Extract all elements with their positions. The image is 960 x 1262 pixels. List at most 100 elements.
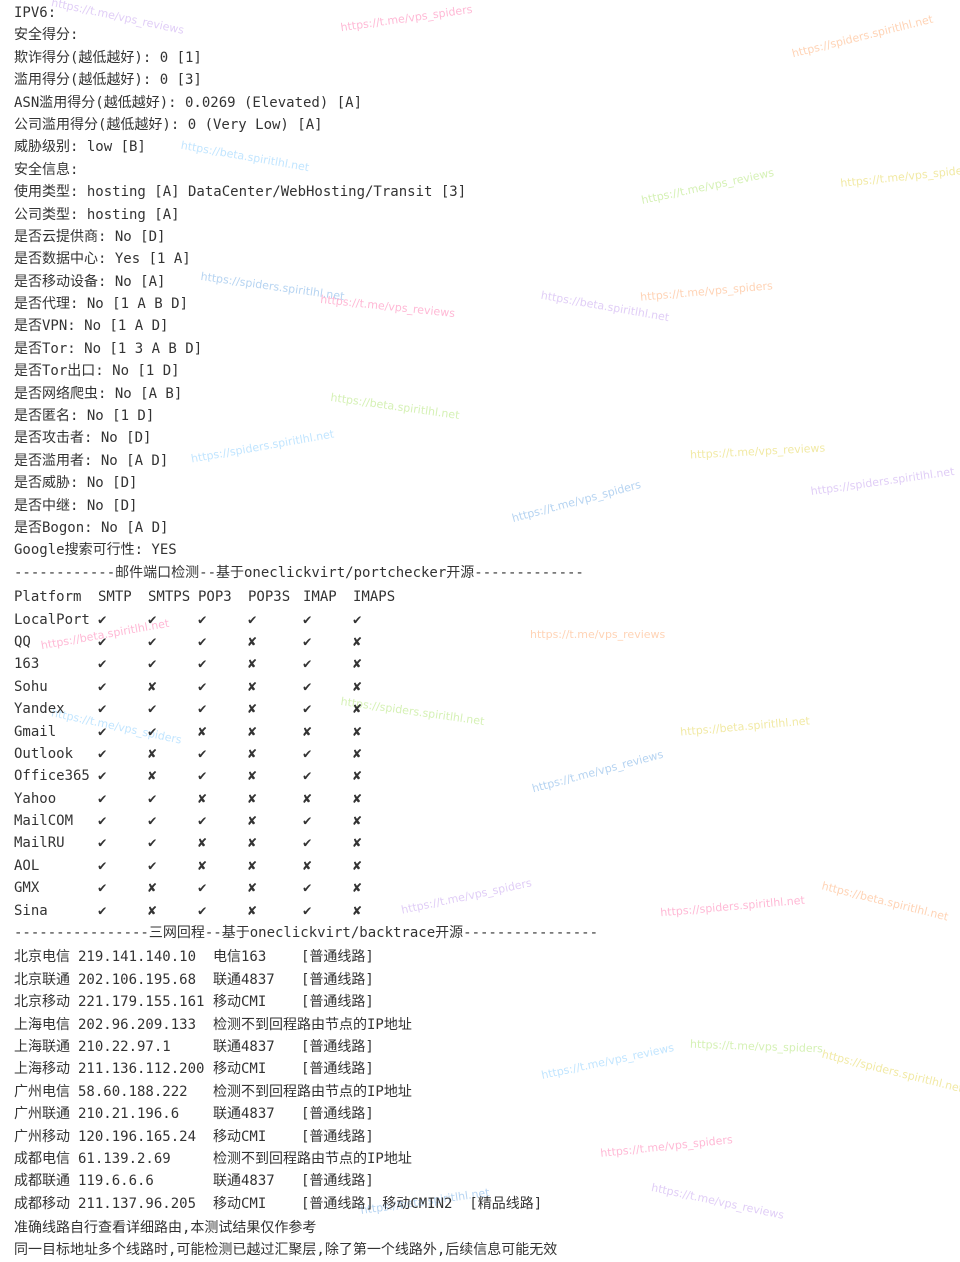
check-icon: ✔: [98, 701, 107, 718]
mail-table-row: Yandex ✔ ✔ ✔ ✘ ✔ ✘: [14, 698, 954, 720]
route-carrier: 联通4837: [213, 1106, 275, 1123]
route-location: 上海联通: [14, 1038, 70, 1055]
cross-icon: ✘: [248, 701, 257, 718]
cross-icon: ✘: [248, 633, 257, 650]
check-icon: ✔: [303, 835, 312, 852]
check-icon: ✔: [303, 768, 312, 785]
mail-header-cell: POP3S: [248, 589, 291, 606]
check-icon: ✔: [98, 902, 107, 919]
check-icon: ✔: [148, 611, 157, 628]
info-line: 滥用得分(越低越好): 0 [3]: [14, 72, 202, 89]
mail-section-divider: ------------邮件端口检测--基于oneclickvirt/portc…: [14, 564, 584, 581]
cross-icon: ✘: [248, 768, 257, 785]
route-location: 成都电信: [14, 1150, 70, 1167]
check-icon: ✔: [148, 723, 157, 740]
mail-table-row: GMX✔✘✔✘✔✘: [14, 877, 954, 899]
check-icon: ✔: [303, 813, 312, 830]
check-icon: ✔: [98, 678, 107, 695]
info-line: 是否VPN: No [1 A D]: [14, 318, 169, 335]
mail-platform-name: AOL: [14, 857, 40, 874]
cross-icon: ✘: [248, 745, 257, 762]
info-line: 公司类型: hosting [A]: [14, 206, 180, 223]
cross-icon: ✘: [353, 656, 362, 673]
terminal-output: IPV6:安全得分:欺诈得分(越低越好): 0 [1]滥用得分(越低越好): 0…: [14, 0, 954, 1262]
route-carrier: 移动CMI: [213, 994, 267, 1011]
check-icon: ✔: [148, 701, 157, 718]
mail-header-cell: Platform: [14, 589, 82, 606]
cross-icon: ✘: [353, 902, 362, 919]
cross-icon: ✘: [198, 723, 207, 740]
info-line: 是否移动设备: No [A]: [14, 273, 166, 290]
check-icon: ✔: [98, 835, 107, 852]
route-ip: 211.137.96.205: [78, 1195, 197, 1212]
route-carrier: 移动CMI: [213, 1128, 267, 1145]
check-icon: ✔: [198, 633, 207, 650]
check-icon: ✔: [198, 611, 207, 628]
cross-icon: ✘: [353, 701, 362, 718]
check-icon: ✔: [248, 611, 257, 628]
route-location: 广州联通: [14, 1106, 70, 1123]
info-line: 是否中继: No [D]: [14, 497, 138, 514]
mail-platform-name: Yandex: [14, 701, 65, 718]
cross-icon: ✘: [148, 745, 157, 762]
mail-platform-name: MailCOM: [14, 813, 74, 830]
check-icon: ✔: [353, 611, 362, 628]
info-line: 是否Bogon: No [A D]: [14, 519, 169, 536]
cross-icon: ✘: [303, 857, 312, 874]
check-icon: ✔: [303, 656, 312, 673]
route-note: 同一目标地址多个线路时,可能检测已越过汇聚层,除了第一个线路外,后续信息可能无效: [14, 1242, 558, 1259]
route-type: [普通线路]: [301, 1173, 374, 1190]
cross-icon: ✘: [303, 790, 312, 807]
mail-table-row: MailRU✔✔✘✘✔✘: [14, 832, 954, 854]
cross-icon: ✘: [353, 790, 362, 807]
info-line: IPV6:: [14, 5, 57, 21]
cross-icon: ✘: [248, 678, 257, 695]
cross-icon: ✘: [198, 790, 207, 807]
cross-icon: ✘: [148, 678, 157, 695]
route-ip: 120.196.165.24: [78, 1128, 197, 1145]
check-icon: ✔: [303, 701, 312, 718]
route-ip: 202.106.195.68: [78, 971, 197, 988]
check-icon: ✔: [148, 633, 157, 650]
route-location: 北京电信: [14, 949, 70, 966]
route-location: 北京移动: [14, 994, 70, 1011]
mail-header-cell: IMAPS: [353, 589, 396, 606]
mail-table-row: Office365✔✘✔✘✔✘: [14, 765, 954, 787]
mail-platform-name: Outlook: [14, 745, 74, 762]
check-icon: ✔: [148, 857, 157, 874]
info-line: 是否攻击者: No [D]: [14, 430, 152, 447]
route-ip: 219.141.140.10: [78, 949, 197, 966]
cross-icon: ✘: [248, 656, 257, 673]
route-carrier: 移动CMI: [213, 1061, 267, 1078]
route-type: [普通线路]: [301, 1061, 374, 1078]
route-location: 成都联通: [14, 1173, 70, 1190]
mail-platform-name: Sina: [14, 902, 48, 919]
route-type: [普通线路]: [301, 1038, 374, 1055]
route-row: 成都电信 61.139.2.69 检测不到回程路由节点的IP地址: [14, 1148, 954, 1170]
info-line: ASN滥用得分(越低越好): 0.0269 (Elevated) [A]: [14, 94, 363, 111]
cross-icon: ✘: [248, 835, 257, 852]
route-carrier: 检测不到回程路由节点的IP地址: [213, 1150, 412, 1167]
route-ip: 61.139.2.69: [78, 1150, 171, 1167]
route-carrier: 电信163: [213, 949, 267, 966]
route-notes: 准确线路自行查看详细路由,本测试结果仅作参考同一目标地址多个线路时,可能检测已越…: [14, 1217, 954, 1262]
check-icon: ✔: [198, 745, 207, 762]
check-icon: ✔: [98, 611, 107, 628]
check-icon: ✔: [198, 701, 207, 718]
check-icon: ✔: [98, 656, 107, 673]
mail-table-row: 163✔✔✔✘✔✘: [14, 653, 954, 675]
cross-icon: ✘: [248, 902, 257, 919]
info-line: 安全信息:: [14, 161, 79, 178]
info-line: 是否滥用者: No [A D]: [14, 452, 169, 469]
cross-icon: ✘: [353, 633, 362, 650]
check-icon: ✔: [98, 768, 107, 785]
route-ip: 202.96.209.133: [78, 1016, 197, 1033]
route-ip: 210.22.97.1: [78, 1038, 171, 1055]
info-line: 是否匿名: No [1 D]: [14, 408, 155, 425]
check-icon: ✔: [98, 633, 107, 650]
